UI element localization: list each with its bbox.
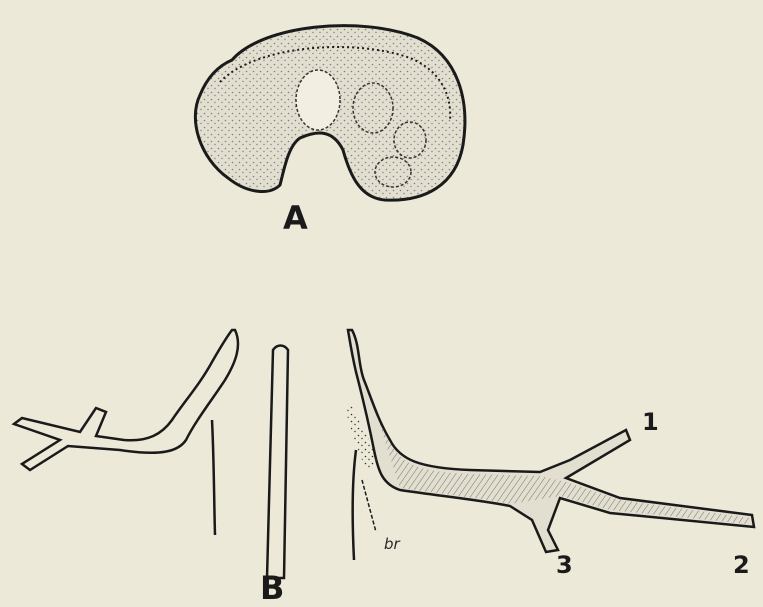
- left-vertical-line: [212, 420, 215, 535]
- left-branched-structure: [14, 330, 238, 470]
- central-rod: [267, 346, 288, 579]
- br-leader-line: [362, 480, 376, 532]
- panel-a-cross-section: [195, 26, 465, 201]
- right-branched-structure: [348, 330, 754, 552]
- branch-label-3: 3: [556, 553, 573, 577]
- panel-b-label: B: [260, 572, 284, 604]
- branch-label-2: 2: [733, 553, 750, 577]
- central-organ: [296, 70, 340, 130]
- panel-a-label: A: [283, 202, 308, 234]
- right-vertical-line: [353, 450, 356, 560]
- br-label: br: [384, 537, 400, 552]
- branch-label-1: 1: [642, 410, 659, 434]
